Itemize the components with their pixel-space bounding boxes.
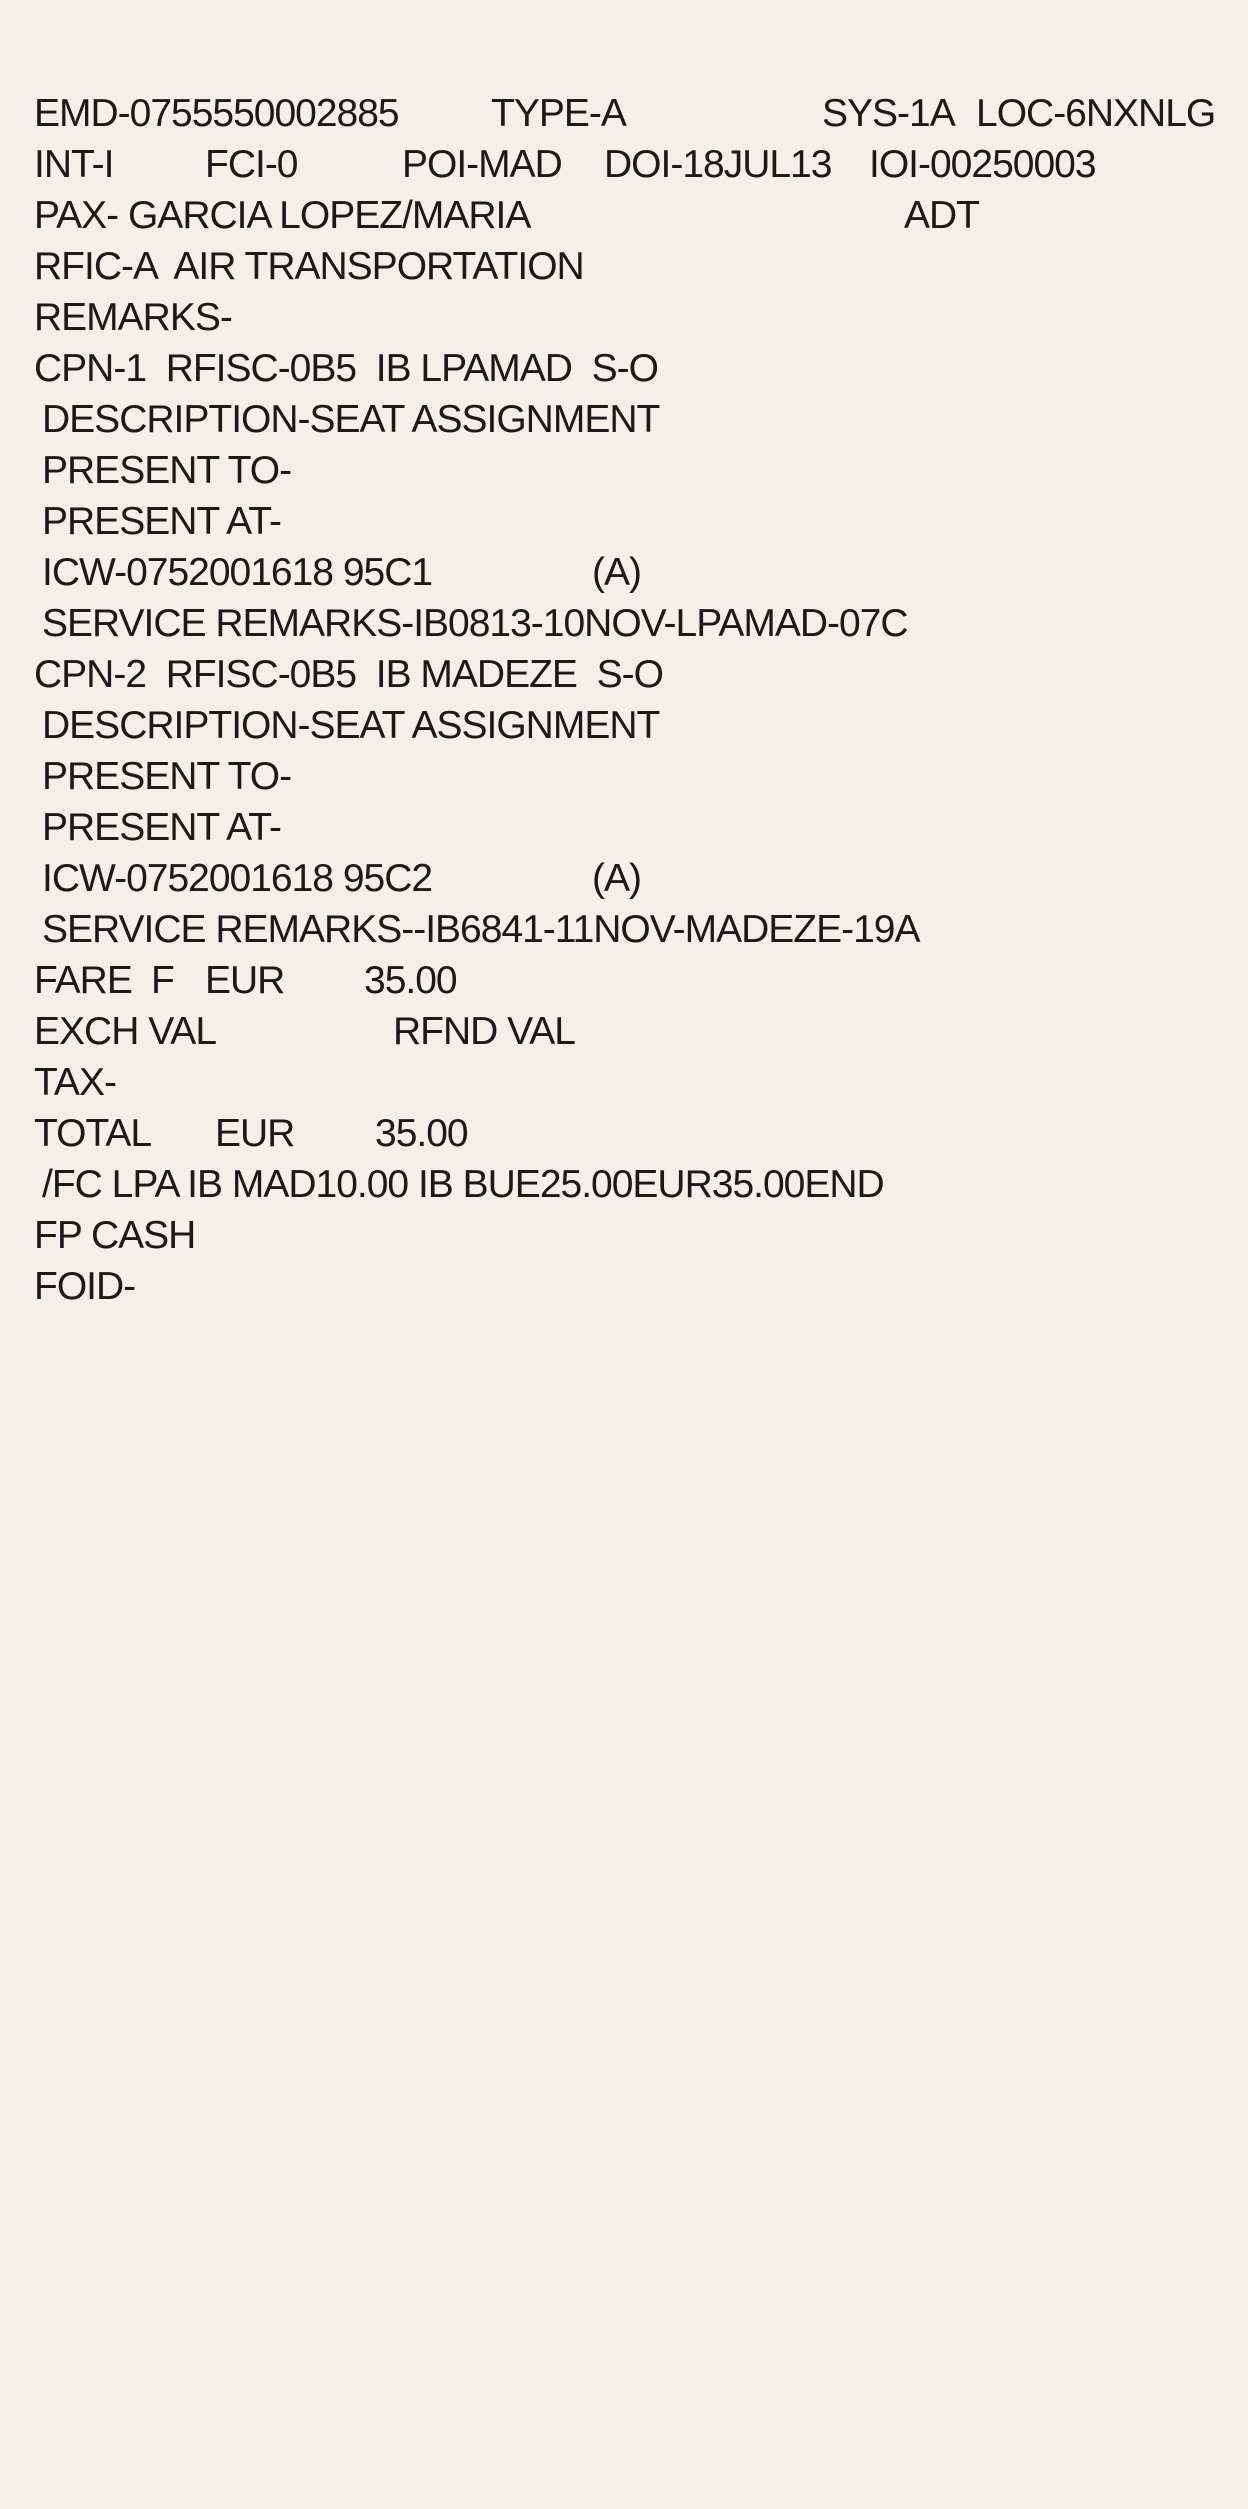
coupon-1-present-to: PRESENT TO- — [42, 449, 292, 492]
record-locator: LOC-6NXNLG — [976, 92, 1216, 135]
emd-header-line: EMD-0755550002885 TYPE-A SYS-1A LOC-6NXN… — [0, 88, 1248, 139]
coupon-2-line: CPN-2 RFISC-0B5 IB MADEZE S-O — [0, 649, 1248, 700]
coupon-1-present-at-line: PRESENT AT- — [0, 496, 1248, 547]
coupon-1-icw-line: ICW-0752001618 95C1 (A) — [0, 547, 1248, 598]
rfic-text: RFIC-A AIR TRANSPORTATION — [34, 245, 585, 288]
rfic-line: RFIC-A AIR TRANSPORTATION — [0, 241, 1248, 292]
fare-calculation-line: /FC LPA IB MAD10.00 IB BUE25.00EUR35.00E… — [0, 1159, 1248, 1210]
coupon-1-present-to-line: PRESENT TO- — [0, 445, 1248, 496]
fare-label: FARE — [34, 959, 133, 1002]
system-code: SYS-1A — [822, 92, 956, 135]
ioi-code: IOI-00250003 — [869, 143, 1097, 186]
total-currency: EUR — [215, 1112, 295, 1155]
coupon-1-present-at: PRESENT AT- — [42, 500, 282, 543]
emd-display-screen: EMD-0755550002885 TYPE-A SYS-1A LOC-6NXN… — [0, 88, 1248, 1312]
coupon-1-description: DESCRIPTION-SEAT ASSIGNMENT — [42, 398, 660, 441]
passenger-line: PAX- GARCIA LOPEZ/MARIA ADT — [0, 190, 1248, 241]
issue-info-line: INT-I FCI-0 POI-MAD DOI-18JUL13 IOI-0025… — [0, 139, 1248, 190]
coupon-2-service-remarks: SERVICE REMARKS--IB6841-11NOV-MADEZE-19A — [42, 908, 921, 951]
coupon-2-present-at: PRESENT AT- — [42, 806, 282, 849]
date-of-issue: DOI-18JUL13 — [604, 143, 832, 186]
coupon-2-icw-line: ICW-0752001618 95C2 (A) — [0, 853, 1248, 904]
form-of-payment-line: FP CASH — [0, 1210, 1248, 1261]
coupon-2-present-at-line: PRESENT AT- — [0, 802, 1248, 853]
tax-line: TAX- — [0, 1057, 1248, 1108]
emd-type: TYPE-A — [491, 92, 627, 135]
coupon-2-text: CPN-2 RFISC-0B5 IB MADEZE S-O — [34, 653, 664, 696]
coupon-1-icw-status: (A) — [592, 551, 642, 594]
coupon-1-service-remarks: SERVICE REMARKS-IB0813-10NOV-LPAMAD-07C — [42, 602, 909, 645]
tax-label: TAX- — [34, 1061, 117, 1104]
fare-amount: 35.00 — [364, 959, 458, 1002]
foid-line: FOID- — [0, 1261, 1248, 1312]
coupon-2-description: DESCRIPTION-SEAT ASSIGNMENT — [42, 704, 660, 747]
coupon-2-icw-status: (A) — [592, 857, 642, 900]
exchange-value-label: EXCH VAL — [34, 1010, 217, 1053]
fare-currency: EUR — [205, 959, 285, 1002]
international-indicator: INT-I — [34, 143, 114, 186]
value-line: EXCH VAL RFND VAL — [0, 1006, 1248, 1057]
coupon-2-icw: ICW-0752001618 95C2 — [42, 857, 433, 900]
place-of-issue: POI-MAD — [402, 143, 563, 186]
refund-value-label: RFND VAL — [393, 1010, 576, 1053]
coupon-2-present-to: PRESENT TO- — [42, 755, 292, 798]
foid-label: FOID- — [34, 1265, 136, 1308]
fare-calculation: /FC LPA IB MAD10.00 IB BUE25.00EUR35.00E… — [42, 1163, 885, 1206]
remarks-line: REMARKS- — [0, 292, 1248, 343]
passenger-type: ADT — [904, 194, 980, 237]
coupon-1-line: CPN-1 RFISC-0B5 IB LPAMAD S-O — [0, 343, 1248, 394]
coupon-2-description-line: DESCRIPTION-SEAT ASSIGNMENT — [0, 700, 1248, 751]
total-amount: 35.00 — [375, 1112, 469, 1155]
fare-line: FARE F EUR 35.00 — [0, 955, 1248, 1006]
passenger-name: PAX- GARCIA LOPEZ/MARIA — [34, 194, 531, 237]
form-of-payment: FP CASH — [34, 1214, 196, 1257]
coupon-2-service-remarks-line: SERVICE REMARKS--IB6841-11NOV-MADEZE-19A — [0, 904, 1248, 955]
coupon-1-text: CPN-1 RFISC-0B5 IB LPAMAD S-O — [34, 347, 659, 390]
coupon-1-description-line: DESCRIPTION-SEAT ASSIGNMENT — [0, 394, 1248, 445]
coupon-1-icw: ICW-0752001618 95C1 — [42, 551, 433, 594]
total-label: TOTAL — [34, 1112, 152, 1155]
fare-type: F — [151, 959, 175, 1002]
emd-number: EMD-0755550002885 — [34, 92, 400, 135]
fci-code: FCI-0 — [205, 143, 298, 186]
coupon-1-service-remarks-line: SERVICE REMARKS-IB0813-10NOV-LPAMAD-07C — [0, 598, 1248, 649]
total-line: TOTAL EUR 35.00 — [0, 1108, 1248, 1159]
coupon-2-present-to-line: PRESENT TO- — [0, 751, 1248, 802]
remarks-label: REMARKS- — [34, 296, 233, 339]
